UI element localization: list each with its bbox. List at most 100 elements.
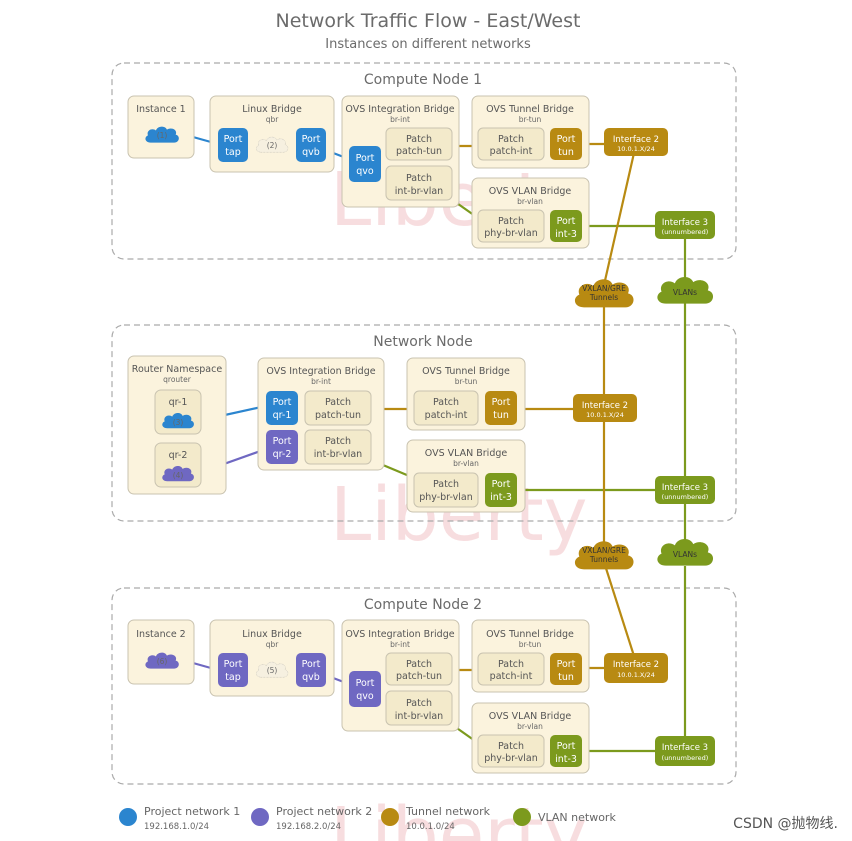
vlans-cloud-lower: VLANs [673,550,697,559]
tun-bridge-nn-sub: br-tun [455,377,478,386]
interface-3-c1-title: Interface 3 [662,218,708,228]
linux-bridge-2-num: (5) [267,666,278,675]
watermark: Liberty [330,792,588,841]
int-bridge-2-sub: br-int [390,640,410,649]
port-int3-1-a: Port [557,216,576,227]
interface-2-c1-sub: 10.0.1.X/24 [617,145,655,153]
linux-bridge-1-label: Linux Bridge [242,104,302,115]
tunnels-cloud-lower-b: Tunnels [589,555,618,564]
interface-2-nn-title: Interface 2 [582,401,628,411]
interface-2-c1-title: Interface 2 [613,135,659,145]
patch-int-br-vlan-1 [385,165,453,201]
qr1-num: (3) [173,418,184,427]
network-node-title: Network Node [373,334,472,350]
patch-tun-2-b: patch-tun [396,671,442,682]
patch-int-1-a: Patch [498,134,524,145]
port-tun-2 [550,653,582,685]
qr2-num: (4) [173,471,184,480]
patch-int-2-a: Patch [498,659,524,670]
router-namespace-sub: qrouter [163,375,192,384]
port-qvo-1-b: qvo [356,166,374,177]
interface-2-nn [573,394,637,422]
patch-phy-br-vlan-1 [477,209,545,243]
port-qvo-2 [349,671,381,707]
port-qr2-a: Port [273,436,292,447]
patch-int-nn-b: patch-int [425,410,468,421]
patch-int-br-vlan-nn [304,429,372,465]
port-qr1-a: Port [273,397,292,408]
interface-3-nn-sub: (unnumbered) [662,493,709,501]
port-tun-2-a: Port [557,659,576,670]
port-tap-1-a: Port [224,134,243,145]
legend: Project network 1 192.168.1.0/24 Project… [119,805,616,832]
diagram-subtitle: Instances on different networks [325,37,531,52]
port-qvo-1-a: Port [356,153,375,164]
instance-2-label: Instance 2 [136,629,185,640]
compute-node-2: Instance 2 (6) Linux Bridge qbr (5) Port… [127,619,715,774]
legend-label-project2: Project network 2 [276,805,372,818]
patch-int-br-vlan-2 [385,690,453,726]
port-qr1 [266,391,298,425]
patch-phy-br-vlan-1-a: Patch [498,216,524,227]
instance-2-num: (6) [157,657,168,666]
patch-int-1 [477,127,545,161]
port-int3-1 [550,210,582,242]
patch-int-1-b: patch-int [490,146,533,157]
linux-bridge-2-label: Linux Bridge [242,629,302,640]
port-tap-2-a: Port [224,659,243,670]
patch-tun-nn-b: patch-tun [315,410,361,421]
legend-label-vlan: VLAN network [538,811,616,824]
instance-1-label: Instance 1 [136,104,185,115]
interface-2-c1 [604,128,668,156]
port-tun-1-b: tun [558,147,574,158]
tun-bridge-2-sub: br-tun [519,640,542,649]
patch-tun-2 [385,652,453,686]
port-qvb-2-b: qvb [302,672,320,683]
tun-bridge-2-label: OVS Tunnel Bridge [486,629,574,640]
interface-3-nn [655,476,715,504]
port-tap-2-b: tap [225,672,241,683]
legend-sub-project1: 192.168.1.0/24 [144,822,209,832]
port-tun-1-a: Port [557,134,576,145]
compute-node-2-title: Compute Node 2 [364,597,482,613]
patch-phy-br-vlan-nn-b: phy-br-vlan [419,492,473,503]
int-bridge-1-sub: br-int [390,115,410,124]
patch-int-br-vlan-2-a: Patch [406,698,432,709]
vlans-cloud-upper: VLANs [673,288,697,297]
tun-bridge-1-label: OVS Tunnel Bridge [486,104,574,115]
diagram-title: Network Traffic Flow - East/West [276,10,581,32]
vlan-bridge-2-label: OVS VLAN Bridge [489,711,572,722]
patch-phy-br-vlan-2-b: phy-br-vlan [484,753,538,764]
router-namespace-label: Router Namespace [132,364,223,375]
vlan-bridge-nn-sub: br-vlan [453,459,479,468]
patch-int-2-b: patch-int [490,671,533,682]
port-int3-1-b: int-3 [555,229,577,240]
patch-int-br-vlan-nn-a: Patch [325,436,351,447]
network-node-container [111,324,737,522]
port-qvo-2-b: qvo [356,691,374,702]
link-tunnel-c1 [602,152,636,286]
interface-3-c1-sub: (unnumbered) [662,228,709,236]
compute-node-1-container [111,62,737,260]
vlan-bridge-2-sub: br-vlan [517,722,543,731]
patch-tun-nn [304,390,372,426]
compute-node-1-title: Compute Node 1 [364,72,482,88]
port-int3-2-b: int-3 [555,754,577,765]
port-qvb-2-a: Port [302,659,321,670]
interface-3-c2-title: Interface 3 [662,743,708,753]
int-bridge-1-label: OVS Integration Bridge [345,104,454,115]
port-int3-nn [485,473,517,507]
interface-2-c2-title: Interface 2 [613,660,659,670]
port-int3-2-a: Port [557,741,576,752]
vlan-bridge-nn-label: OVS VLAN Bridge [425,448,508,459]
tunnels-cloud-upper-b: Tunnels [589,293,618,302]
int-bridge-nn-label: OVS Integration Bridge [266,366,375,377]
linux-bridge-1-num: (2) [267,141,278,150]
port-tun-nn [485,391,517,425]
interface-2-nn-sub: 10.0.1.X/24 [586,411,624,419]
port-qvo-2-a: Port [356,678,375,689]
port-int3-nn-a: Port [492,479,511,490]
instance-1-num: (1) [157,131,168,140]
patch-tun-2-a: Patch [406,659,432,670]
patch-tun-1-a: Patch [406,134,432,145]
